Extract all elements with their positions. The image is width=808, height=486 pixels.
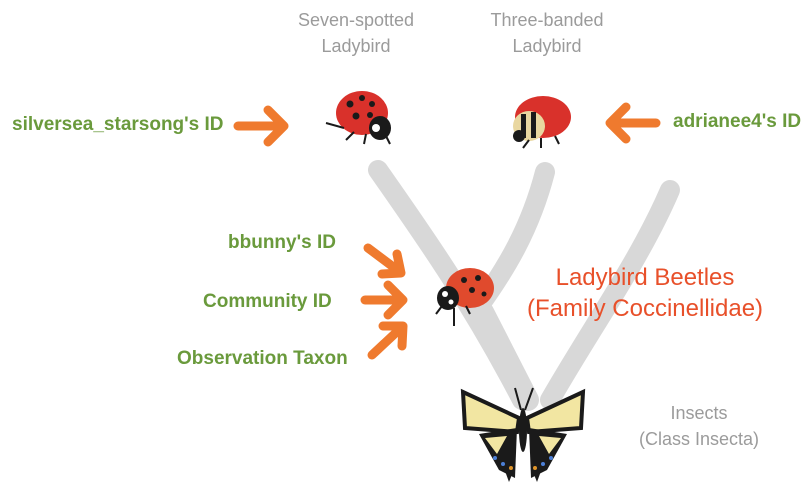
taxon-line: Ladybird bbox=[321, 36, 391, 56]
three-banded-ladybird-icon bbox=[513, 96, 571, 149]
swallowtail-butterfly-icon bbox=[460, 387, 586, 482]
taxon-label-three-banded: Three-banded Ladybird bbox=[467, 7, 627, 59]
taxon-label-family: Ladybird Beetles (Family Coccinellidae) bbox=[520, 262, 770, 324]
taxon-line: Ladybird bbox=[512, 36, 582, 56]
arrow-adrianee bbox=[605, 102, 661, 144]
id-label-observation: Observation Taxon bbox=[177, 348, 348, 369]
arrow-community bbox=[360, 280, 408, 320]
arrow-observation bbox=[367, 321, 408, 360]
taxon-line: Ladybird Beetles bbox=[555, 264, 735, 291]
taxon-line: Insects bbox=[670, 403, 728, 423]
taxon-label-seven-spotted: Seven-spotted Ladybird bbox=[276, 7, 436, 59]
taxon-label-class: Insects (Class Insecta) bbox=[624, 400, 774, 452]
taxon-line: Seven-spotted bbox=[297, 10, 415, 30]
id-label-adrianee: adrianee4's ID bbox=[673, 111, 802, 132]
arrow-bbunny bbox=[363, 243, 406, 279]
taxon-line: Three-banded bbox=[490, 10, 604, 30]
id-label-bbunny: bbunny's ID bbox=[228, 232, 336, 253]
ladybird-beetle-icon bbox=[435, 268, 494, 326]
id-label-silversea: silversea_starsong's ID bbox=[12, 114, 224, 135]
branch-insects bbox=[540, 180, 680, 410]
id-label-community: Community ID bbox=[203, 291, 332, 312]
taxon-line: (Family Coccinellidae) bbox=[526, 295, 764, 322]
seven-spotted-ladybird-icon bbox=[325, 91, 391, 145]
arrow-silversea bbox=[233, 105, 289, 147]
branch-family bbox=[472, 301, 539, 411]
taxon-line: (Class Insecta) bbox=[638, 429, 760, 449]
